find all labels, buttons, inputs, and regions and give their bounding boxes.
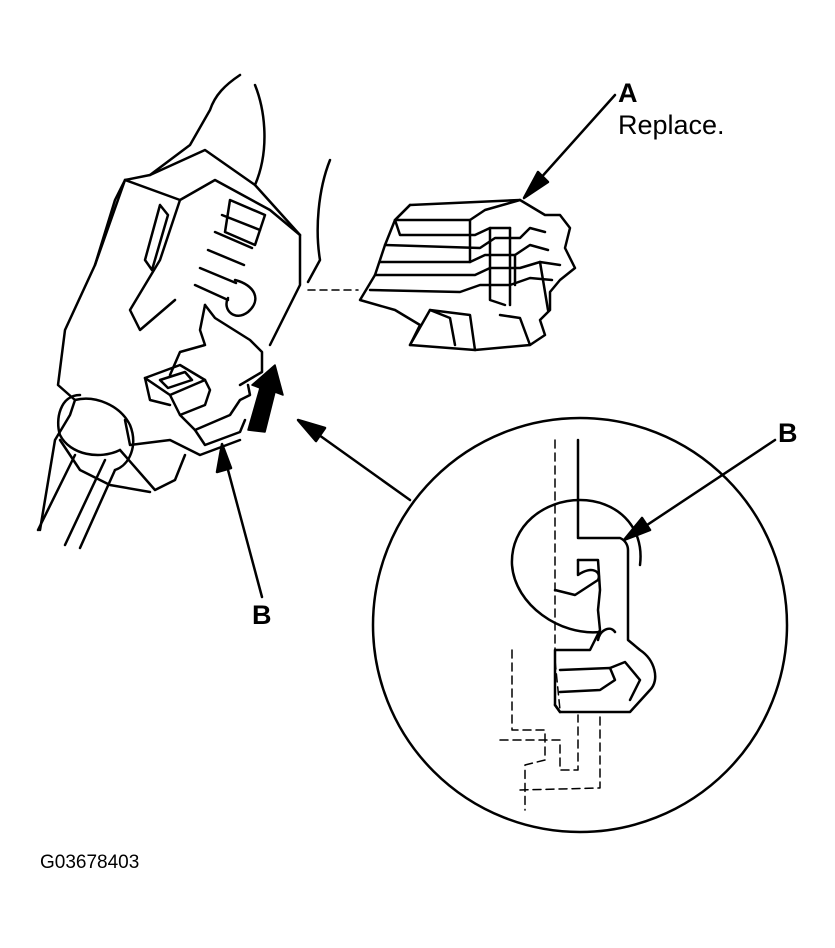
shaft-assembly [36, 73, 332, 550]
callout-b-main: B [252, 600, 272, 630]
replacement-part-a [358, 198, 577, 352]
callout-a-text: Replace. [618, 110, 725, 140]
callout-a-letter: A [618, 78, 638, 108]
callout-b-detail: B [778, 418, 798, 448]
callout-arrows [215, 93, 777, 599]
figure-id: G03678403 [40, 852, 140, 873]
detail-view [371, 416, 789, 834]
push-arrow [247, 364, 284, 433]
